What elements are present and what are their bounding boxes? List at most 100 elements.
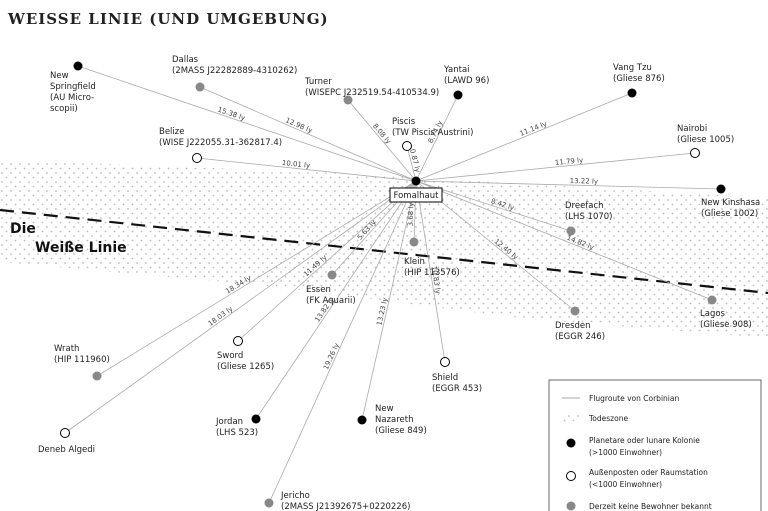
route-vang-tzu	[415, 92, 633, 182]
system-label-dreefach: (LHS 1070)	[565, 212, 613, 222]
death-zone-band	[0, 160, 768, 338]
system-label-deneb-algedi: Deneb Algedi	[38, 445, 95, 455]
route-lagos	[415, 180, 713, 301]
system-shield[interactable]	[440, 357, 450, 367]
legend: Flugroute von Corbinian Todeszone Planet…	[548, 379, 762, 511]
route-jericho	[268, 180, 417, 504]
distance-belize: 10.01 ly	[281, 159, 310, 170]
legend-colony-swatch	[566, 438, 576, 448]
legend-colony-label-2: (>1000 Einwohner)	[589, 448, 662, 457]
route-jordan	[255, 180, 417, 420]
route-nairobi	[415, 152, 696, 182]
system-label-dresden: (EGGR 246)	[555, 332, 605, 342]
system-new-kinshasa[interactable]	[716, 184, 726, 194]
system-vang-tzu[interactable]	[627, 88, 637, 98]
system-label-yantai: (LAWD 96)	[444, 76, 489, 86]
system-label-klein: Klein	[404, 257, 425, 267]
route-new-nazareth	[361, 180, 417, 421]
system-dreefach[interactable]	[566, 226, 576, 236]
hub-fomalhaut[interactable]: Fomalhaut	[389, 176, 443, 203]
system-piscis[interactable]	[402, 141, 412, 151]
legend-colony-label-1: Planetare oder lunare Kolonie	[589, 436, 700, 445]
system-label-jericho: Jericho	[280, 491, 310, 501]
system-label-new-nazareth: Nazareth	[375, 415, 414, 425]
system-label-new-nazareth: New	[375, 404, 394, 414]
system-new-nazareth[interactable]	[357, 415, 367, 425]
system-label-dallas: Dallas	[172, 55, 199, 65]
system-label-belize: Belize	[159, 127, 184, 137]
route-dallas	[199, 86, 417, 182]
legend-zone-label: Todeszone	[588, 414, 628, 423]
distance-deneb-algedi: 18.03 ly	[207, 305, 235, 328]
system-label-new-springfield: (AU Micro-	[50, 93, 94, 103]
system-belize[interactable]	[192, 153, 202, 163]
system-label-new-springfield: Springfield	[50, 82, 96, 92]
legend-outpost-label-1: Außenposten oder Raumstation	[589, 468, 708, 477]
system-label-nairobi: Nairobi	[677, 124, 707, 134]
system-label-shield: Shield	[432, 373, 458, 383]
system-nairobi[interactable]	[690, 148, 700, 158]
system-label-essen: Essen	[306, 285, 331, 295]
system-label-wrath: (HIP 111960)	[54, 355, 110, 365]
map-title: WEISSE LINIE (UND UMGEBUNG)	[7, 10, 329, 28]
legend-box	[548, 379, 762, 511]
distance-new-kinshasa: 13.22 ly	[570, 177, 599, 186]
system-label-wrath: Wrath	[54, 344, 79, 354]
system-wrath[interactable]	[92, 371, 102, 381]
route-turner	[347, 99, 417, 182]
distance-new-springfield: 15.38 ly	[217, 106, 246, 123]
system-label-sword: (Gliese 1265)	[217, 362, 274, 372]
system-label-vang-tzu: (Gliese 876)	[613, 74, 665, 84]
legend-outpost-label-2: (<1000 Einwohner)	[589, 480, 662, 489]
route-deneb-algedi	[64, 180, 417, 434]
system-sword[interactable]	[233, 336, 243, 346]
route-new-springfield	[77, 65, 417, 182]
zone-label-weisse-linie: Weiße Linie	[35, 240, 127, 256]
system-label-essen: (FK Aquarii)	[306, 296, 356, 306]
system-essen[interactable]	[327, 270, 337, 280]
system-klein[interactable]	[409, 237, 419, 247]
legend-outpost-swatch	[566, 471, 576, 481]
system-label-nairobi: (Gliese 1005)	[677, 135, 734, 145]
legend-abandoned-swatch	[566, 501, 576, 511]
route-yantai	[415, 94, 459, 182]
system-label-new-kinshasa: (Gliese 1002)	[701, 209, 758, 219]
route-belize	[196, 157, 417, 182]
legend-zone-swatch	[562, 414, 580, 422]
system-label-yantai: Yantai	[443, 65, 470, 75]
zone-label-die: Die	[10, 221, 36, 237]
distance-klein: 3.68 ly	[407, 202, 416, 226]
system-label-vang-tzu: Vang Tzu	[613, 63, 652, 73]
system-label-new-springfield: scopii)	[50, 104, 78, 114]
route-piscis	[406, 145, 417, 182]
distance-nairobi: 11.79 ly	[555, 156, 584, 167]
legend-abandoned-label: Derzeit keine Bewohner bekannt	[589, 502, 712, 511]
system-new-springfield[interactable]	[73, 61, 83, 71]
system-turner[interactable]	[343, 95, 353, 105]
system-label-new-kinshasa: New Kinshasa	[701, 198, 760, 208]
distance-turner: 8.08 ly	[371, 122, 392, 145]
system-dallas[interactable]	[195, 82, 205, 92]
system-label-belize: (WISE J222055.31-362817.4)	[159, 138, 282, 148]
system-jordan[interactable]	[251, 414, 261, 424]
distance-piscis: 0.87 ly	[408, 148, 422, 173]
system-yantai[interactable]	[453, 90, 463, 100]
system-label-new-nazareth: (Gliese 849)	[375, 426, 427, 436]
system-label-new-springfield: New	[50, 71, 69, 81]
system-label-sword: Sword	[217, 351, 243, 361]
system-label-jericho: (2MASS J21392675+0220226)	[281, 502, 410, 511]
route-shield	[415, 180, 446, 363]
system-label-shield: (EGGR 453)	[432, 384, 482, 394]
hub-label: Fomalhaut	[394, 191, 440, 201]
system-jericho[interactable]	[264, 498, 274, 508]
system-lagos[interactable]	[707, 295, 717, 305]
system-deneb-algedi[interactable]	[60, 428, 70, 438]
system-label-turner: Turner	[304, 77, 332, 87]
system-label-piscis: Piscis	[392, 117, 416, 127]
route-dresden	[415, 180, 576, 312]
system-layer	[60, 61, 726, 508]
system-dresden[interactable]	[570, 306, 580, 316]
